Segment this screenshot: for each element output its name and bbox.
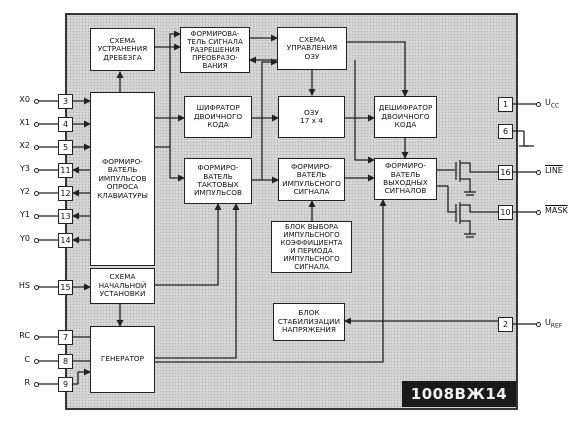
voltage-stabilizer-block: БЛОК СТАБИЛИЗАЦИИ НАПРЯЖЕНИЯ [273, 303, 345, 341]
pin-terminal [34, 358, 39, 364]
pin-terminal [34, 144, 39, 150]
keyboard-poll-former-block: ФОРМИРО- ВАТЕЛЬ ИМПУЛЬСОВ ОПРОСА КЛАВИАТ… [90, 92, 155, 266]
right-pin-label: UREF [545, 318, 563, 330]
pin-terminal [34, 237, 39, 243]
right-pin-number: 1 [498, 96, 513, 112]
chip-name: 1008ВЖ14 [402, 381, 516, 407]
coefficient-select-block: БЛОК ВЫБОРА ИМПУЛЬСНОГО КОЭФФИЦИЕНТА И П… [271, 221, 352, 273]
left-pin-label: X0 [19, 95, 30, 104]
pin-terminal [34, 381, 39, 387]
pulse-signal-former-block: ФОРМИРО- ВАТЕЛЬ ИМПУЛЬСНОГО СИГНАЛА [278, 158, 345, 201]
left-pin-label: Y2 [20, 187, 30, 196]
pin-terminal [536, 169, 541, 175]
pin-terminal [536, 321, 541, 327]
left-pin-label: HS [18, 281, 30, 290]
right-pin-number: 16 [498, 164, 513, 180]
left-pin-label: X2 [19, 141, 30, 150]
right-pin-number: 10 [498, 204, 513, 220]
left-pin-label: RC [19, 331, 30, 340]
right-pin-label: UCC [545, 98, 560, 110]
ram-block: ОЗУ 17 x 4 [278, 96, 345, 138]
encoder-block: ШИФРАТОР ДВОИЧНОГО КОДА [184, 96, 252, 138]
right-pin-number: 2 [498, 316, 513, 332]
left-pin-number: 8 [58, 353, 73, 369]
pin-terminal [34, 213, 39, 219]
decoder-block: ДЕШИФРАТОР ДВОИЧНОГО КОДА [374, 96, 437, 138]
clock-pulse-former-block: ФОРМИРО- ВАТЕЛЬ ТАКТОВЫХ ИМПУЛЬСОВ [184, 158, 252, 204]
pin-terminal [34, 334, 39, 340]
left-pin-label: R [24, 378, 30, 387]
conversion-enable-former-block: ФОРМИРОВА- ТЕЛЬ СИГНАЛА РАЗРЕШЕНИЯ ПРЕОБ… [180, 27, 250, 73]
initial-setup-block: СХЕМА НАЧАЛЬНОЙ УСТАНОВКИ [90, 268, 155, 304]
pin-terminal [34, 121, 39, 127]
left-pin-number: 14 [58, 232, 73, 248]
left-pin-number: 7 [58, 329, 73, 345]
left-pin-number: 11 [58, 162, 73, 178]
left-pin-number: 15 [58, 279, 73, 295]
pin-terminal [536, 209, 541, 215]
left-pin-number: 5 [58, 139, 73, 155]
ram-control-block: СХЕМА УПРАВЛЕНИЯ ОЗУ [277, 27, 347, 70]
left-pin-number: 3 [58, 93, 73, 109]
right-pin-label: LINE [545, 166, 563, 175]
left-pin-number: 4 [58, 116, 73, 132]
debounce-block: СХЕМА УСТРАНЕНИЯ ДРЕБЕЗГА [90, 28, 155, 71]
left-pin-number: 9 [58, 376, 73, 392]
right-pin-label: MASK [545, 206, 568, 215]
pin-terminal [34, 167, 39, 173]
generator-block: ГЕНЕРАТОР [90, 326, 155, 393]
left-pin-label: Y0 [20, 234, 30, 243]
left-pin-label: C [24, 355, 30, 364]
left-pin-number: 12 [58, 185, 73, 201]
pin-terminal [34, 190, 39, 196]
pin-terminal [34, 284, 39, 290]
left-pin-label: X1 [19, 118, 30, 127]
left-pin-label: Y1 [20, 210, 30, 219]
output-signal-former-block: ФОРМИРО- ВАТЕЛЬ ВЫХОДНЫХ СИГНАЛОВ [374, 158, 437, 200]
left-pin-label: Y3 [20, 164, 30, 173]
pin-terminal [536, 101, 541, 107]
left-pin-number: 13 [58, 208, 73, 224]
pin-terminal [34, 98, 39, 104]
right-pin-number: 6 [498, 123, 513, 139]
